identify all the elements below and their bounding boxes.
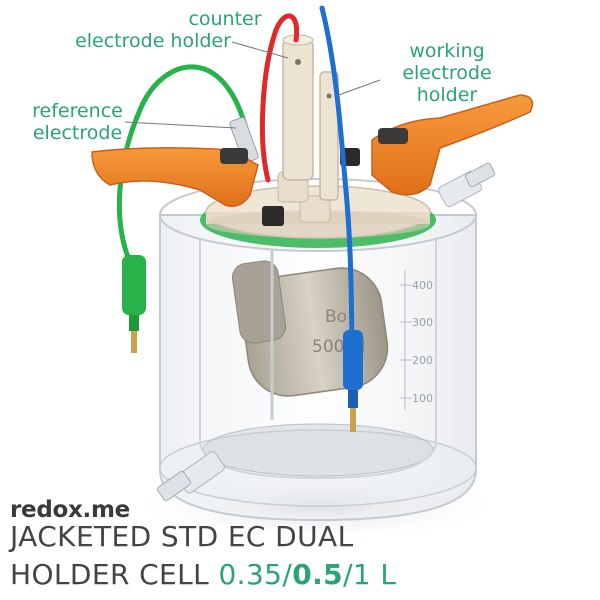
blue-cable [319,5,355,383]
scale-tick-400: 400 [412,279,433,292]
size-option-small: 0.35 [218,558,283,591]
product-title-line1: JACKETED STD EC DUAL [10,520,354,553]
counter-leader-line [231,41,289,59]
left-clamp-lever [91,147,259,207]
counter-holder-label-line2: electrode holder [75,30,231,52]
graduation-scale: 400 300 200 100 [400,270,433,410]
scale-tick-100: 100 [412,392,433,405]
working-holder-label-line3: holder [416,84,478,106]
blue-connector [343,330,363,432]
brand-logo: redox.me [10,497,130,523]
working-holder-label-line1: working [409,40,485,62]
scale-tick-300: 300 [412,316,433,329]
reference-electrode-label-line1: reference [32,100,123,122]
bottle-label-line1: Bo [325,307,347,327]
bottle-inside: Bo 500ml [231,260,389,397]
counter-electrode-holder [282,34,314,181]
size-option-large: 1 L [352,558,397,591]
reference-leader-line [124,121,237,129]
green-connector [122,255,146,353]
reference-electrode-label-line2: electrode [32,122,123,144]
counter-holder-label-line1: counter [188,8,262,30]
right-clamp-lever [371,94,534,196]
inner-vessel-bottom [202,423,434,477]
red-wire [259,13,300,183]
size-separator-2: / [343,558,353,591]
scale-tick-200: 200 [412,354,433,367]
size-separator-1: / [282,558,293,591]
product-title-line2: HOLDER CELL 0.35/0.5/1 L [10,558,396,591]
upper-side-port [438,162,496,208]
product-title-prefix: HOLDER CELL [10,558,219,591]
working-electrode-holder [319,71,339,201]
size-option-selected: 0.5 [292,558,344,591]
working-leader-line [335,79,381,97]
jacket-bottom [159,429,477,507]
green-cable [116,64,248,265]
lower-side-port [156,451,225,502]
working-holder-label-line2: electrode [402,62,492,84]
jacket-top-rim [159,178,477,252]
